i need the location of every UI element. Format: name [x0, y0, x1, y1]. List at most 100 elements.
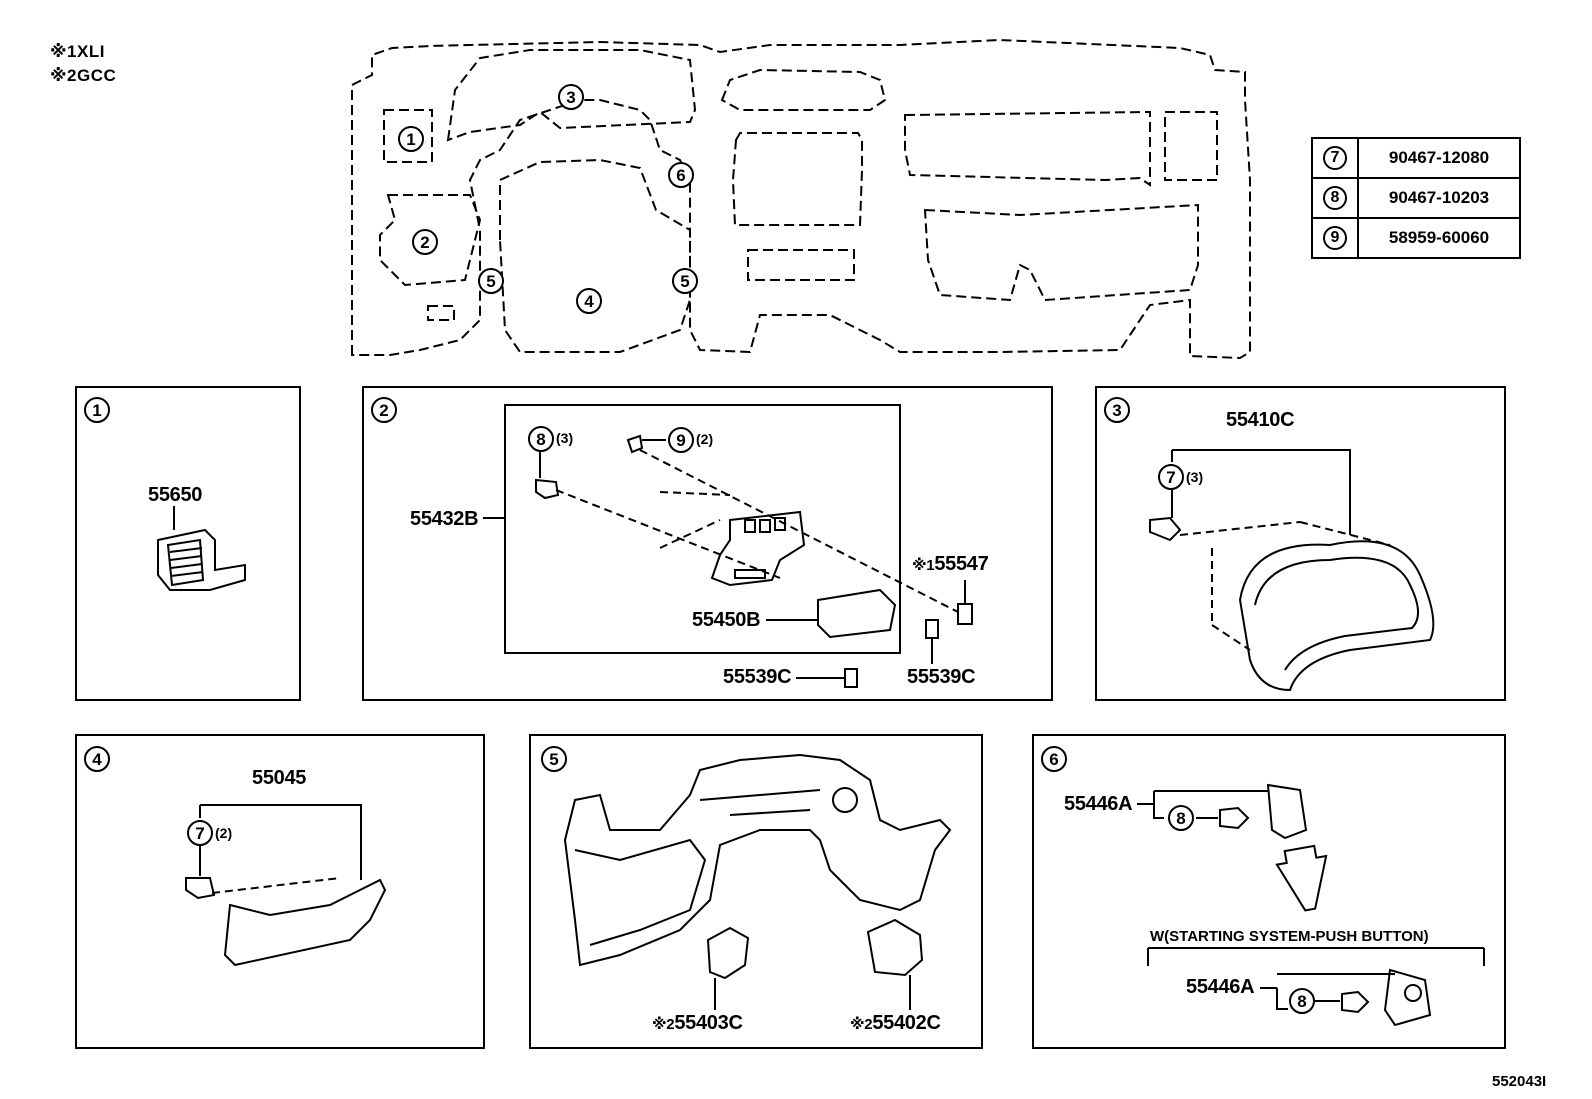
brace-55403C-drawing	[706, 926, 750, 980]
panel-1	[75, 386, 301, 701]
qty-9-p2: (2)	[696, 431, 714, 447]
panel-4	[75, 734, 485, 1049]
overview-callout-1[interactable]: 1	[398, 126, 424, 152]
lower-left-panel	[379, 194, 482, 287]
vent-55650-drawing	[157, 528, 246, 591]
panel-2-inset	[504, 404, 901, 654]
part-55446A-b[interactable]: 55446A	[1186, 976, 1255, 998]
panel-2-number: 2	[371, 397, 397, 423]
legend-mark: ※2	[50, 66, 77, 85]
ref-7-p3[interactable]: 7	[1158, 464, 1184, 490]
part-55045[interactable]: 55045	[252, 767, 307, 789]
panel-2-assembly-lines	[555, 449, 959, 613]
overview-callout-5b[interactable]: 5	[672, 268, 698, 294]
part-55446A-a[interactable]: 55446A	[1064, 793, 1133, 815]
variant-mark: ※1	[912, 557, 935, 574]
ref-cell: 7	[1311, 137, 1359, 179]
left-vent-area	[383, 109, 433, 163]
part-55547[interactable]: ※155547	[912, 553, 989, 576]
overview-callout-5a[interactable]: 5	[478, 268, 504, 294]
clip-8-p6b-drawing	[1341, 990, 1370, 1014]
panel-55446A-drawing	[1266, 783, 1308, 840]
condition-bracket	[1147, 947, 1485, 966]
overview-callout-2[interactable]: 2	[412, 229, 438, 255]
switch-55539C-a-drawing	[925, 619, 939, 639]
switch-55539C-b-drawing	[844, 668, 858, 688]
qty-8-p2: (3)	[556, 430, 574, 446]
clip-7-drawing	[1149, 516, 1182, 542]
overview-callout-4[interactable]: 4	[576, 288, 602, 314]
right-upper-panel	[904, 110, 1151, 187]
part-number-cell[interactable]: 90467-12080	[1357, 137, 1521, 179]
switch-55547-drawing	[957, 603, 973, 625]
clip-8-drawing	[535, 478, 560, 500]
cluster-hood-55410C-drawing	[1238, 540, 1435, 692]
bracket-55446A-b	[1276, 988, 1288, 1010]
center-lower	[747, 249, 855, 281]
panel-6	[1032, 734, 1506, 1049]
qty-7-p3: (3)	[1186, 469, 1204, 485]
part-number-cell[interactable]: 90467-10203	[1357, 177, 1521, 219]
part-55539C-b[interactable]: 55539C	[723, 666, 792, 688]
panel-5-number: 5	[541, 746, 567, 772]
screw-9-drawing	[626, 434, 644, 454]
overview-callout-3[interactable]: 3	[558, 84, 584, 110]
variant-mark: ※2	[652, 1016, 675, 1033]
panel-5	[529, 734, 983, 1049]
parts-table: 7 90467-12080 8 90467-10203 9 58959-6006…	[1311, 137, 1521, 259]
qty-7-p4: (2)	[215, 825, 233, 841]
bracket-55045	[200, 804, 362, 880]
ref-8-p6a[interactable]: 8	[1168, 805, 1194, 831]
table-row: 9 58959-60060	[1311, 217, 1521, 259]
glovebox	[923, 203, 1199, 302]
box-55450B-drawing	[817, 588, 897, 639]
ref-8-p2[interactable]: 8	[528, 426, 554, 452]
part-number-cell[interactable]: 58959-60060	[1357, 217, 1521, 259]
ref-9-p2[interactable]: 9	[668, 427, 694, 453]
overview-callout-6[interactable]: 6	[668, 162, 694, 188]
bracket-55446A-a	[1153, 791, 1164, 819]
cover-55045-drawing	[223, 878, 387, 967]
part-number: 55402C	[872, 1012, 941, 1034]
dash-outline	[351, 38, 1251, 360]
clip-7-p4-drawing	[185, 877, 216, 900]
part-55432B[interactable]: 55432B	[410, 508, 479, 530]
center-top-vent	[720, 68, 887, 111]
legend-text: XLI	[76, 42, 105, 61]
ref-7-p4[interactable]: 7	[187, 820, 213, 846]
part-number: 55403C	[674, 1012, 743, 1034]
clip-8-p6-drawing	[1219, 806, 1250, 830]
panel-3-number: 3	[1104, 397, 1130, 423]
part-55403C[interactable]: ※255403C	[652, 1012, 743, 1035]
variant-mark: ※2	[850, 1016, 873, 1033]
part-55650[interactable]: 55650	[148, 484, 203, 506]
panel-4-number: 4	[84, 746, 110, 772]
panel-6-number: 6	[1041, 746, 1067, 772]
legend-text: GCC	[76, 66, 117, 85]
bracket-55410C	[1172, 449, 1351, 535]
panel-1-number: 1	[84, 397, 110, 423]
reinforcement-drawing	[563, 753, 952, 967]
legend-mark: ※1	[50, 42, 77, 61]
ref-circle: 8	[1323, 186, 1347, 210]
part-55410C[interactable]: 55410C	[1226, 409, 1295, 431]
table-row: 7 90467-12080	[1311, 137, 1521, 179]
arrow-up-icon	[1275, 844, 1328, 912]
legend-gcc: ※2GCC	[50, 66, 116, 86]
panel-55446A-b-drawing	[1383, 968, 1432, 1027]
center-stack	[731, 132, 863, 226]
table-row: 8 90467-10203	[1311, 177, 1521, 219]
legend-xli: ※1XLI	[50, 42, 105, 62]
panel-2	[362, 386, 1053, 701]
brace-55402C-drawing	[866, 918, 924, 977]
part-55450B[interactable]: 55450B	[692, 609, 761, 631]
column-cover	[499, 158, 691, 353]
ref-circle: 7	[1323, 146, 1347, 170]
bracket-55432B-drawing	[710, 510, 806, 587]
part-55539C-a[interactable]: 55539C	[907, 666, 976, 688]
ref-cell: 9	[1311, 217, 1359, 259]
ref-8-p6b[interactable]: 8	[1289, 988, 1315, 1014]
part-55402C[interactable]: ※255402C	[850, 1012, 941, 1035]
